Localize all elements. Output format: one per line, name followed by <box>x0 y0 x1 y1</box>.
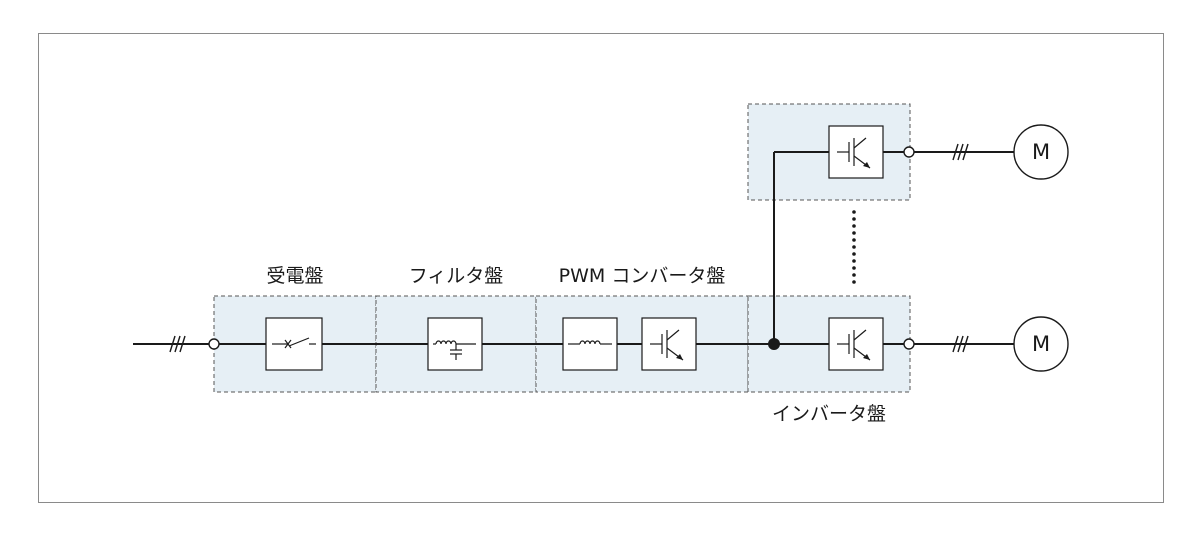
motor-lower-label: M <box>1032 332 1050 356</box>
filter-icon <box>427 317 483 371</box>
inverter-panel-label: インバータ盤 <box>772 403 886 425</box>
pwm-converter-panel-label: PWM コンバータ盤 <box>559 265 726 287</box>
three-phase-mark-input <box>169 335 186 353</box>
motor-upper-label: M <box>1032 140 1050 164</box>
three-phase-mark-lower-output <box>952 335 969 353</box>
motor-lower: M <box>1013 316 1069 372</box>
inverter-igbt-icon-upper <box>828 125 884 179</box>
inverter-igbt-icon-lower <box>828 317 884 371</box>
filter-panel-label: フィルタ盤 <box>409 265 504 287</box>
bus-junction-dot <box>768 338 780 350</box>
upper-output-terminal <box>903 146 915 158</box>
diagram-frame <box>38 33 1164 503</box>
three-phase-mark-upper-output <box>952 143 969 161</box>
receiving-panel-label: 受電盤 <box>266 265 323 287</box>
three-phase-marks <box>169 143 969 353</box>
converter-igbt-icon <box>641 317 697 371</box>
lower-output-terminal <box>903 338 915 350</box>
breaker-icon <box>265 317 323 371</box>
reactor-icon <box>562 317 618 371</box>
continuation-dots <box>852 210 856 284</box>
main-bus <box>133 151 1014 345</box>
motor-upper: M <box>1013 124 1069 180</box>
input-terminal <box>208 338 220 350</box>
